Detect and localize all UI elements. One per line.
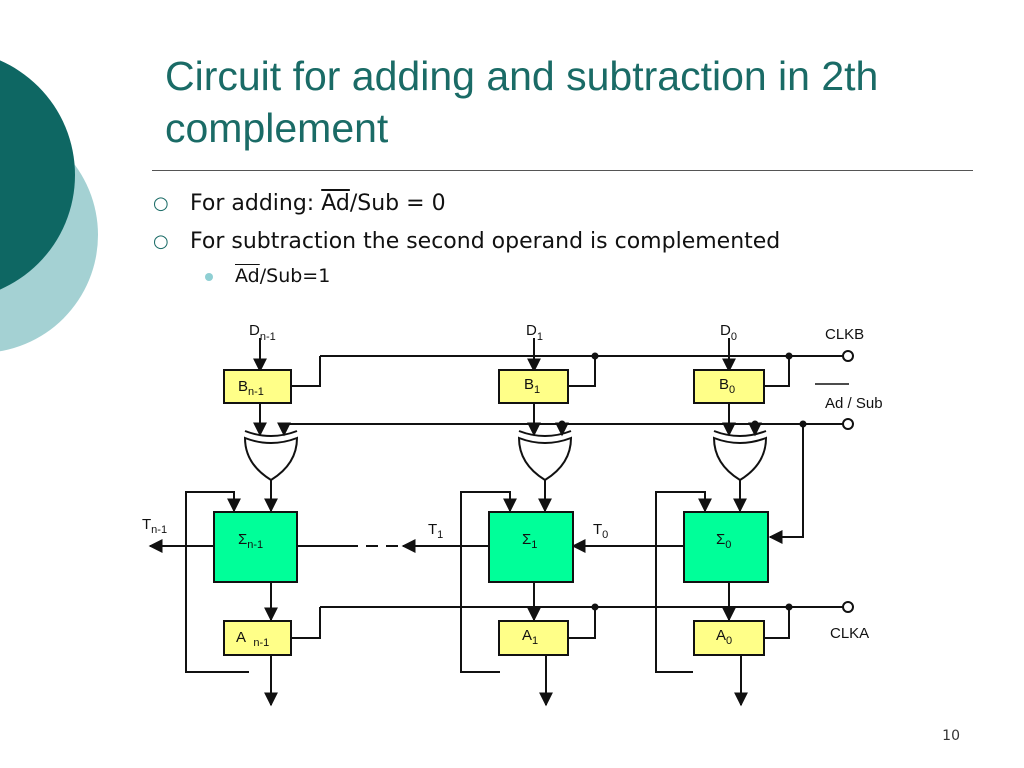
label-clka: CLKA	[830, 625, 869, 642]
xor-gate-mid	[517, 430, 573, 482]
bullet-list: ○ For adding: Ad/Sub = 0 ○ For subtracti…	[150, 185, 780, 291]
hollow-circle-bullet-icon: ○	[153, 193, 169, 214]
label-adder-mid: Σ1	[522, 531, 537, 551]
label-adsub: Ad / Sub	[825, 395, 883, 412]
title-divider	[152, 170, 973, 171]
label-a-high: A n-1	[236, 629, 269, 649]
label-d0: D0	[720, 322, 737, 343]
label-a-low: A0	[716, 627, 732, 647]
bullet-adding-suffix: /Sub = 0	[349, 191, 446, 216]
sub-bullet-ad: Ad	[235, 265, 260, 287]
b-register-mid	[498, 369, 569, 404]
adder-low	[683, 511, 769, 583]
adder-high	[213, 511, 298, 583]
dot-bullet-icon	[205, 273, 213, 281]
label-clkb: CLKB	[825, 326, 864, 343]
label-d1: D1	[526, 322, 543, 343]
hollow-circle-bullet-icon: ○	[153, 231, 169, 252]
label-t0: T0	[593, 521, 608, 541]
label-b-low: B0	[719, 376, 735, 396]
label-d-high: Dn-1	[249, 322, 276, 343]
wire-junctions	[558, 352, 807, 611]
page-number: 10	[942, 728, 960, 744]
label-t1: T1	[428, 521, 443, 541]
clkb-terminal	[842, 350, 854, 362]
bullet-adding: ○ For adding: Ad/Sub = 0	[150, 185, 780, 223]
adder-mid	[488, 511, 574, 583]
bullet-subtraction: ○ For subtraction the second operand is …	[150, 223, 780, 261]
decor-circle-dark	[0, 60, 75, 290]
bullet-adding-prefix: For adding:	[190, 191, 322, 216]
sub-bullet-suffix: /Sub=1	[259, 265, 331, 287]
a-register-low	[693, 620, 765, 656]
label-b-high: Bn-1	[238, 378, 264, 398]
bullet-subtraction-text: For subtraction the second operand is co…	[190, 229, 781, 254]
label-adder-high: Σn-1	[238, 531, 263, 551]
label-b-mid: B1	[524, 376, 540, 396]
a-register-high	[223, 620, 292, 656]
bullet-adding-ad: Ad	[321, 191, 350, 216]
b-register-high	[223, 369, 292, 404]
xor-gate-high	[243, 430, 299, 482]
label-t-high: Tn-1	[142, 516, 167, 536]
label-adder-low: Σ0	[716, 531, 731, 551]
b-register-low	[693, 369, 765, 404]
terminals	[842, 350, 854, 613]
a-register-mid	[498, 620, 569, 656]
xor-gate-low	[712, 430, 768, 482]
clka-terminal	[842, 601, 854, 613]
xor-gates	[243, 430, 768, 482]
adsub-terminal	[842, 418, 854, 430]
slide-title: Circuit for adding and subtraction in 2t…	[165, 53, 879, 151]
label-a-mid: A1	[522, 627, 538, 647]
sub-bullet-adsub: Ad/Sub=1	[150, 261, 780, 291]
